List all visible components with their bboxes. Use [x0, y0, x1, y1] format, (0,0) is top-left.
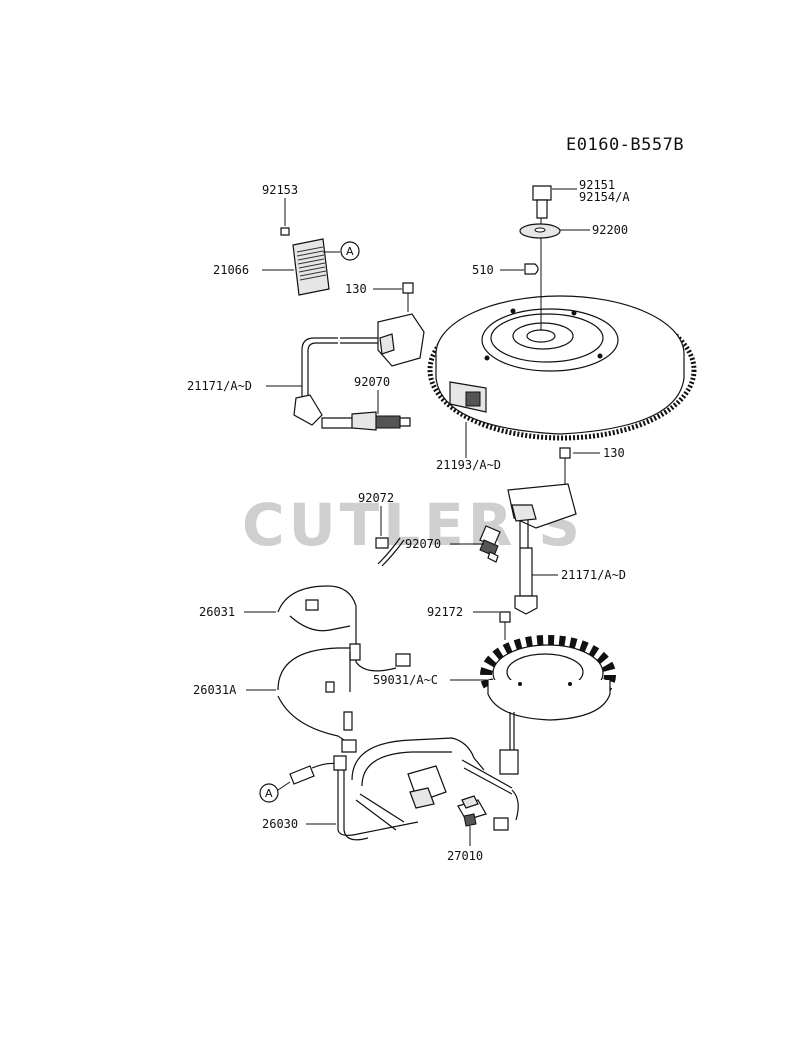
- label-27010: 27010: [447, 849, 483, 863]
- part-labels: 92153 21066 130 21171/A~D 92070 92151 92…: [187, 178, 630, 863]
- label-26030: 26030: [262, 817, 298, 831]
- spark-plug-upper: [321, 390, 411, 431]
- diagram-code: E0160-B557B: [566, 135, 684, 155]
- harness-26030: [289, 737, 519, 841]
- label-130-lower: 130: [603, 446, 625, 460]
- ref-A-top: A: [340, 241, 360, 261]
- label-92153: 92153: [262, 183, 298, 197]
- flywheel-21193: [427, 295, 697, 458]
- label-130-upper: 130: [345, 282, 367, 296]
- ignition-coil-lower: [507, 447, 600, 615]
- ref-A-bottom: A: [259, 781, 291, 803]
- label-59031: 59031/A~C: [373, 673, 438, 687]
- label-21066: 21066: [213, 263, 249, 277]
- regulator-21066: [262, 198, 340, 296]
- oil-pressure-switch-27010: [457, 795, 487, 846]
- label-26031A: 26031A: [193, 683, 237, 697]
- label-92154: 92154/A: [579, 190, 630, 204]
- spark-plug-lower: [450, 525, 501, 563]
- harness-26031: [244, 585, 411, 672]
- harness-26031A: [246, 647, 357, 753]
- stator-59031: [450, 611, 616, 775]
- label-92151: 92151: [579, 178, 615, 192]
- label-26031: 26031: [199, 605, 235, 619]
- label-21193: 21193/A~D: [436, 458, 501, 472]
- label-21171-upper: 21171/A~D: [187, 379, 252, 393]
- svg-text:A: A: [265, 787, 273, 800]
- svg-text:A: A: [346, 245, 354, 258]
- ignition-coil-upper: [266, 282, 425, 426]
- flywheel-key: [500, 263, 539, 275]
- label-92070-lower: 92070: [405, 537, 441, 551]
- label-92172: 92172: [427, 605, 463, 619]
- clip-92072: [375, 506, 405, 567]
- flywheel-bolt: [532, 185, 577, 330]
- label-21171-lower: 21171/A~D: [561, 568, 626, 582]
- label-510: 510: [472, 263, 494, 277]
- label-92072: 92072: [358, 491, 394, 505]
- flywheel-washer: [519, 223, 590, 239]
- label-92070-upper: 92070: [354, 375, 390, 389]
- label-92200: 92200: [592, 223, 628, 237]
